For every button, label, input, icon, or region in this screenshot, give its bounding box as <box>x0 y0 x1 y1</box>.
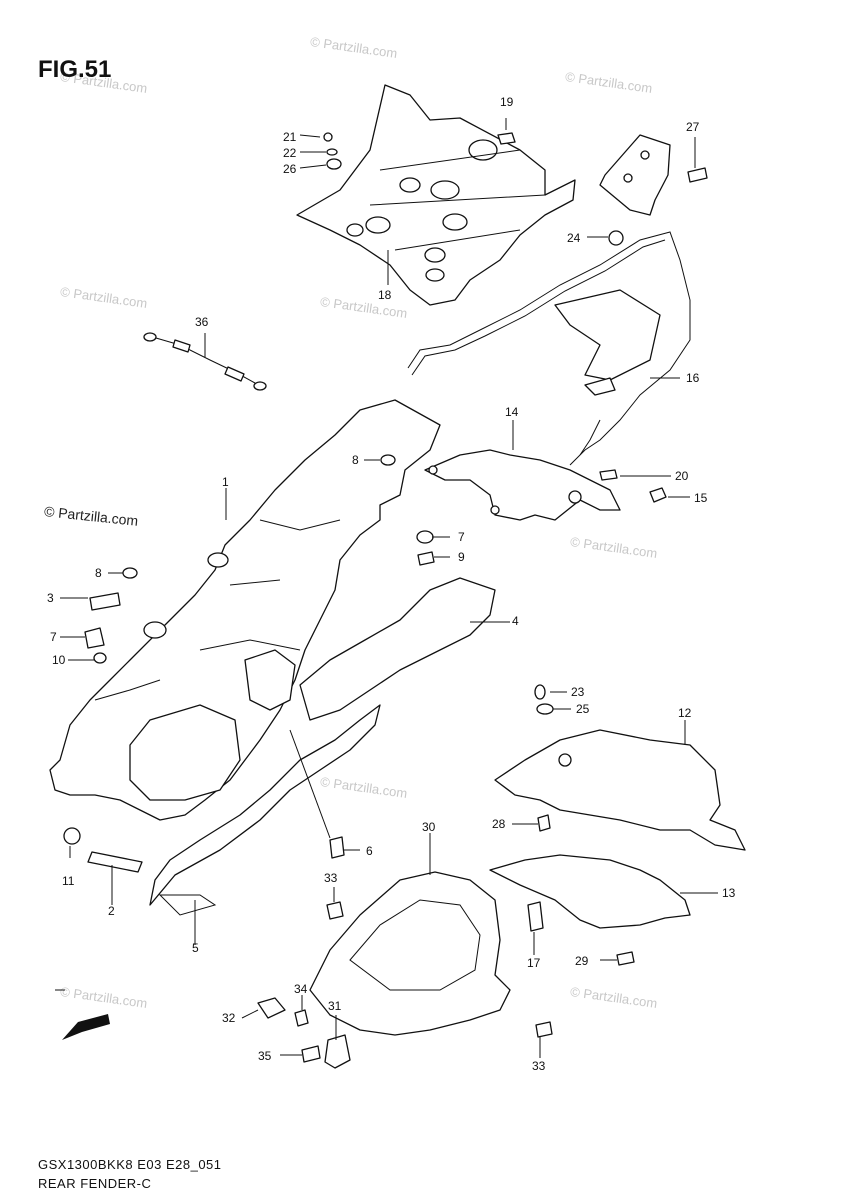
callout-22[interactable]: 22 <box>283 146 297 160</box>
part-12-cover <box>494 684 746 851</box>
figure-name: REAR FENDER-C <box>38 1176 152 1191</box>
part-20-bolt <box>599 469 618 481</box>
part-16-frame-rail <box>407 230 691 466</box>
callout-1[interactable]: 1 <box>222 475 229 489</box>
callout-35[interactable]: 35 <box>258 1049 272 1063</box>
part-36-wire <box>143 332 267 391</box>
part-19-clip <box>497 132 516 145</box>
part-13-cover <box>489 854 691 966</box>
callout-36[interactable]: 36 <box>195 315 209 329</box>
callout-7b[interactable]: 7 <box>50 630 57 644</box>
callout-10[interactable]: 10 <box>52 653 66 667</box>
callout-18[interactable]: 18 <box>378 288 392 302</box>
callout-16[interactable]: 16 <box>686 371 700 385</box>
part-30-seat-cowl <box>309 871 511 1036</box>
callout-14[interactable]: 14 <box>505 405 519 419</box>
callout-15[interactable]: 15 <box>694 491 708 505</box>
figure-title: FIG.51 <box>38 56 112 83</box>
callout-13[interactable]: 13 <box>722 886 736 900</box>
fender-fasteners <box>84 454 435 664</box>
part-18-plate <box>296 84 576 306</box>
part-2-strip <box>87 851 143 873</box>
callout-6[interactable]: 6 <box>366 844 373 858</box>
callout-24[interactable]: 24 <box>567 231 581 245</box>
part-1-rear-fender <box>49 399 441 821</box>
callout-25[interactable]: 25 <box>576 702 590 716</box>
callout-8a[interactable]: 8 <box>352 453 359 467</box>
callout-21[interactable]: 21 <box>283 130 297 144</box>
callout-34[interactable]: 34 <box>294 982 308 996</box>
fwd-arrow-icon <box>62 1014 110 1040</box>
callout-4[interactable]: 4 <box>512 614 519 628</box>
cowl-fasteners <box>257 901 553 1069</box>
part-11-grommet <box>63 827 81 845</box>
callout-29[interactable]: 29 <box>575 954 589 968</box>
part-15-bolt <box>649 487 667 503</box>
part-4-liner <box>299 577 496 721</box>
leader-lines <box>55 118 718 1058</box>
callout-9[interactable]: 9 <box>458 550 465 564</box>
part-5-lower-liner <box>149 704 381 916</box>
part-14-bracket <box>424 449 621 521</box>
callout-17[interactable]: 17 <box>527 956 541 970</box>
callout-11[interactable]: 11 <box>62 874 75 888</box>
callout-19[interactable]: 19 <box>500 95 514 109</box>
callout-20[interactable]: 20 <box>675 469 689 483</box>
callout-12[interactable]: 12 <box>678 706 692 720</box>
part-27-bracket <box>599 134 708 216</box>
callout-31[interactable]: 31 <box>328 999 342 1013</box>
callout-26[interactable]: 26 <box>283 162 297 176</box>
callout-7a[interactable]: 7 <box>458 530 465 544</box>
figure-code: GSX1300BKK8 E03 E28_051 <box>38 1157 222 1172</box>
callout-30[interactable]: 30 <box>422 820 436 834</box>
part-6-bolt <box>329 836 345 859</box>
callout-27[interactable]: 27 <box>686 120 700 134</box>
callout-23[interactable]: 23 <box>571 685 585 699</box>
part-21-22-26-fasteners <box>323 132 342 170</box>
callout-32[interactable]: 32 <box>222 1011 236 1025</box>
callout-33b[interactable]: 33 <box>532 1059 546 1073</box>
callout-2[interactable]: 2 <box>108 904 115 918</box>
callout-3[interactable]: 3 <box>47 591 54 605</box>
callout-5[interactable]: 5 <box>192 941 199 955</box>
callout-28[interactable]: 28 <box>492 817 506 831</box>
callout-33a[interactable]: 33 <box>324 871 338 885</box>
callout-8b[interactable]: 8 <box>95 566 102 580</box>
